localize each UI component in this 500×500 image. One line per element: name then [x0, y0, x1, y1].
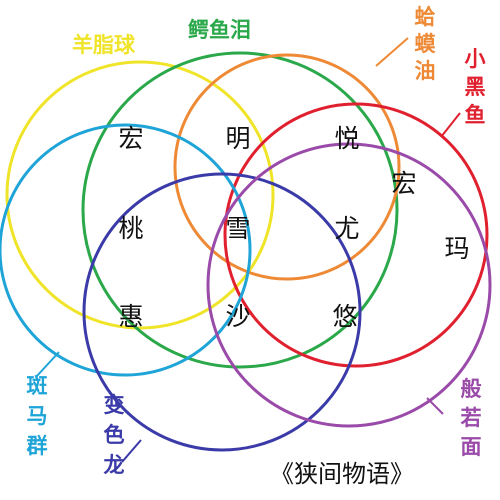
- label-xiaoheiyu: 小黑鱼: [465, 47, 486, 127]
- label-bianselong: 变色龙: [104, 393, 125, 477]
- label-eyulei: 鳄鱼泪: [188, 18, 251, 42]
- member-hui: 惠: [118, 302, 143, 331]
- leader-banmaqun: [35, 351, 60, 378]
- member-tao: 桃: [118, 214, 143, 243]
- circle-hamayou: [173, 53, 401, 281]
- member-xue: 雪: [225, 214, 250, 243]
- leader-banruomian: [426, 397, 444, 415]
- member-yue: 悦: [334, 124, 359, 153]
- circle-eyulei: [81, 51, 399, 369]
- member-ma: 玛: [444, 234, 469, 263]
- leader-bianselong: [121, 439, 142, 463]
- member-hong-1: 宏: [118, 124, 143, 153]
- label-hamayou: 蛤蟆油: [415, 5, 437, 83]
- label-yangzhiqiu: 羊脂球: [72, 33, 136, 57]
- member-sha: 沙: [225, 302, 250, 331]
- circle-yangzhiqiu: [5, 60, 275, 330]
- circle-bianselong: [82, 172, 362, 452]
- leader-xiaoheiyu: [440, 112, 461, 138]
- circle-xiaoheiyu: [223, 102, 489, 368]
- leader-hamayou: [375, 37, 409, 67]
- caption: 《狭间物语》: [270, 460, 414, 488]
- member-you: 尤: [334, 214, 359, 243]
- circle-banmaqun: [0, 123, 252, 377]
- member-ming: 明: [225, 124, 250, 153]
- label-banmaqun: 斑马群: [27, 374, 48, 458]
- circle-banruomian: [206, 142, 492, 428]
- member-you-2: 悠: [332, 302, 357, 331]
- label-banruomian: 般若面: [460, 377, 482, 459]
- member-hong-2: 宏: [391, 169, 416, 198]
